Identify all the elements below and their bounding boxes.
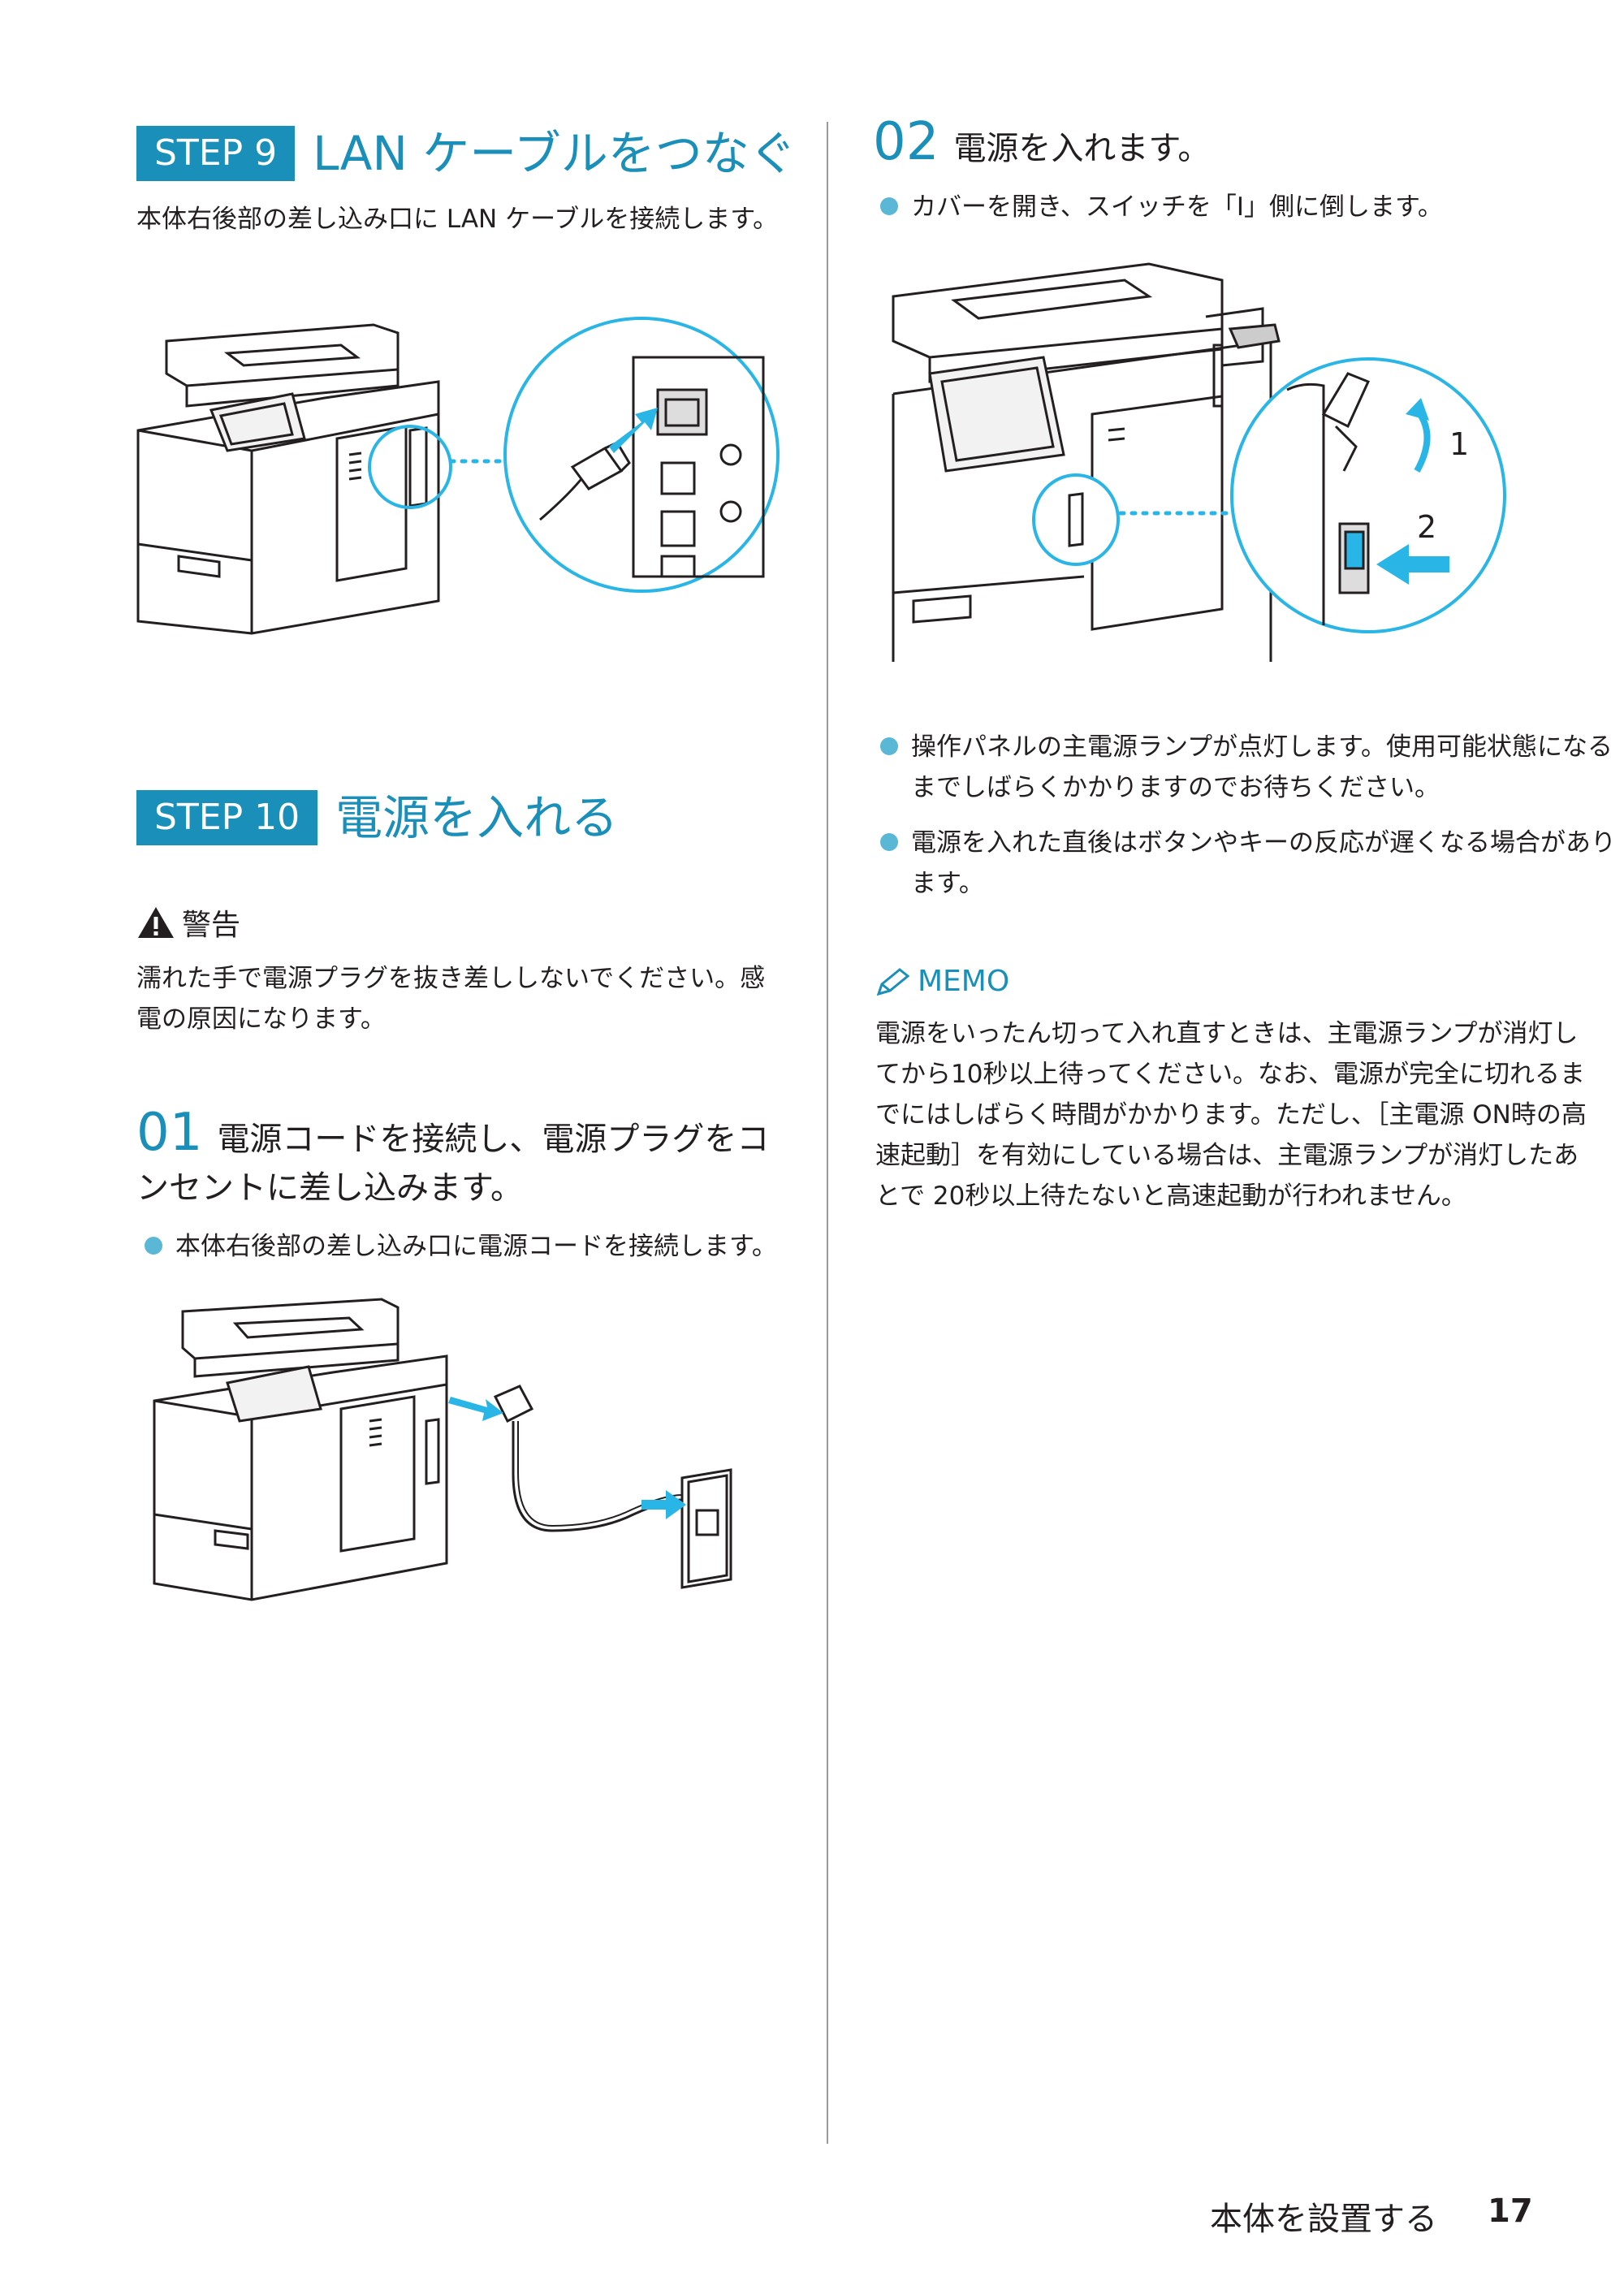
printer-drawing [136, 323, 440, 635]
power-cord-illustration [153, 1298, 732, 1601]
printer-drawing [153, 1298, 448, 1601]
insert-arrow-icon [609, 408, 658, 453]
printer-drawing [892, 262, 1272, 662]
step9-badge: STEP 9 [136, 126, 296, 181]
zoom-circle [503, 317, 780, 593]
substep-02-note-2: 電源を入れた直後はボタンやキーの反応が遅くなる場合があります。 [879, 823, 1624, 904]
page-number: 17 [1488, 2192, 1533, 2230]
memo-heading: MEMO [875, 965, 1009, 998]
step10-heading: STEP 10 電源を入れる [136, 790, 618, 845]
highlight-circle-small [1032, 473, 1120, 566]
substep-02-bullet: カバーを開き、スイッチを「I」側に倒します。 [879, 187, 1624, 227]
step9-title: LAN ケーブルをつなぐ [313, 126, 797, 181]
substep-01-title: 電源コードを接続し、電源プラグをコンセントに差し込みます。 [136, 1121, 770, 1207]
substep-02-number: 02 [873, 112, 939, 172]
cover-flap-drawing [1228, 323, 1281, 349]
substep-01-number: 01 [136, 1103, 203, 1163]
lan-connection-illustration [136, 317, 780, 635]
substep-01-bullet: 本体右後部の差し込み口に電源コードを接続します。 [143, 1226, 817, 1267]
callout-1: 1 [1449, 426, 1469, 462]
cord-insert-arrow-icon [448, 1397, 503, 1421]
lan-cable-drawing [539, 441, 631, 521]
step9-heading: STEP 9 LAN ケーブルをつなぐ [136, 126, 797, 181]
warning-text: 濡れた手で電源プラグを抜き差ししないでください。感電の原因になります。 [136, 964, 766, 1034]
column-divider [827, 122, 828, 2144]
warning-heading: 警告 [136, 901, 240, 944]
memo-label: MEMO [918, 965, 1010, 998]
plug-insert-arrow-icon [641, 1490, 686, 1519]
pencil-icon [876, 967, 910, 996]
step9-description: 本体右後部の差し込み口に LAN ケーブルを接続します。 [136, 205, 779, 234]
switch-closeup-drawing [1286, 372, 1371, 625]
memo-text: 電源をいったん切って入れ直すときは、主電源ランプが消灯してから10秒以上待ってく… [875, 1019, 1587, 1211]
substep-02-note-1: 操作パネルの主電源ランプが点灯します。使用可能状態になるまでしばらくかかりますの… [879, 727, 1624, 808]
wall-outlet-drawing [680, 1468, 732, 1589]
warning-triangle-icon [138, 907, 174, 938]
warning-label: 警告 [182, 909, 241, 942]
step10-badge: STEP 10 [136, 790, 318, 845]
port-panel-drawing [632, 356, 765, 578]
highlight-circle-small [368, 425, 452, 509]
step10-title: 電源を入れる [335, 790, 619, 845]
callout-2: 2 [1417, 509, 1436, 545]
power-switch-illustration: 1 2 [892, 262, 1506, 662]
substep-02-title: 電源を入れます。 [953, 130, 1211, 167]
push-arrow-icon [1376, 544, 1449, 585]
footer-section: 本体を設置する [1210, 2201, 1437, 2238]
